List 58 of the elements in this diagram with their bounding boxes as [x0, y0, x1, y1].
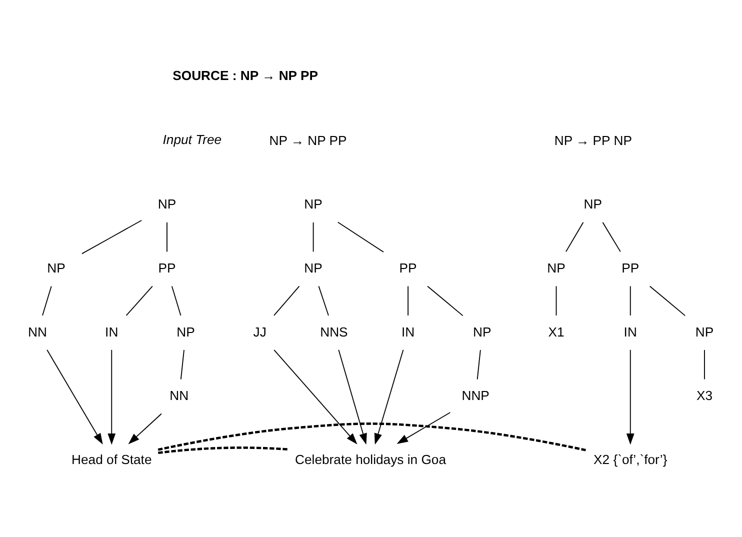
- arrow: [128, 412, 162, 444]
- node-text: X3: [696, 388, 713, 403]
- arrow: [274, 348, 358, 444]
- connector: [42, 285, 52, 316]
- node-text: NN: [28, 324, 48, 339]
- node-text: NNP: [462, 388, 490, 403]
- node-text: NN: [170, 388, 189, 403]
- connector: [649, 285, 686, 316]
- arrow: [338, 348, 367, 444]
- connector: [171, 285, 182, 316]
- node-text: PP: [622, 260, 640, 275]
- node-text: X1: [548, 324, 564, 339]
- arrow: [626, 348, 634, 444]
- node-text: Head of State: [71, 451, 152, 466]
- connector: [602, 221, 621, 252]
- label: Input Tree: [162, 131, 222, 146]
- connector: [630, 285, 631, 316]
- label: NP → PP NP: [554, 132, 632, 148]
- node-text: NP: [695, 324, 714, 339]
- label: NP → NP PP: [269, 132, 347, 148]
- node-text: NP: [547, 260, 566, 275]
- node-text: NP: [47, 260, 66, 275]
- node-text: NP: [584, 196, 602, 212]
- node-text: NP: [304, 196, 322, 212]
- node-text: PP: [158, 260, 176, 275]
- connector: [565, 221, 584, 252]
- node-text: X2 {`of’,`for’}: [594, 451, 668, 466]
- connector: [476, 349, 481, 380]
- connector: [81, 219, 142, 254]
- node-text: IN: [624, 324, 637, 339]
- connector: [312, 221, 314, 252]
- connector: [158, 422, 587, 451]
- connector: [180, 349, 184, 380]
- connector: [126, 285, 153, 316]
- label: SOURCE : NP → NP PP: [172, 68, 318, 83]
- node-text: IN: [401, 324, 415, 339]
- arrow: [396, 412, 451, 444]
- node-text: IN: [105, 324, 118, 339]
- arrow: [108, 348, 116, 444]
- connector: [556, 285, 557, 316]
- connector: [408, 285, 409, 316]
- node-text: NP: [304, 260, 322, 275]
- connector: [427, 285, 464, 316]
- connector: [704, 349, 705, 380]
- connector: [337, 221, 384, 252]
- connector: [318, 285, 329, 316]
- node-text: NP: [176, 324, 195, 339]
- node-text: NNS: [320, 324, 348, 339]
- node-text: JJ: [253, 324, 266, 339]
- arrow: [46, 348, 103, 444]
- arrow: [374, 348, 404, 444]
- node-text: PP: [399, 260, 417, 275]
- connector: [274, 285, 300, 316]
- node-text: Celebrate holidays in Goa: [295, 451, 446, 466]
- node-text: NP: [158, 196, 176, 212]
- connector: [166, 221, 168, 252]
- node-text: NP: [473, 324, 492, 339]
- connector: [158, 446, 290, 454]
